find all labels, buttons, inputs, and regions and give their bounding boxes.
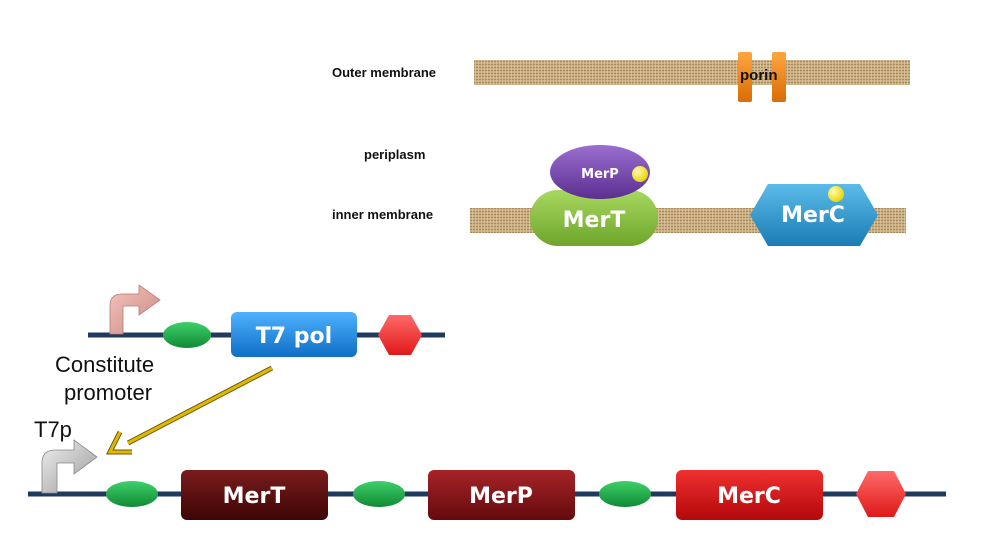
periplasm-label: periplasm: [364, 147, 425, 162]
mert-gene: MerT: [181, 470, 328, 520]
merp-gene: MerP: [428, 470, 575, 520]
merp-protein-label: MerP: [581, 167, 619, 182]
t7p-label: T7p: [34, 417, 72, 442]
rbs-icon: [106, 481, 158, 507]
rbs-icon: [599, 481, 651, 507]
merc-protein: MerC: [750, 184, 878, 246]
merc-gene: MerC: [676, 470, 823, 520]
outer-membrane-label: Outer membrane: [332, 65, 436, 80]
promoter-arrow-icon: [41, 439, 98, 494]
mercury-ion-icon: [828, 186, 844, 202]
porin: [738, 52, 786, 102]
rbs-icon: [163, 322, 211, 348]
constitute-promoter-label-2: promoter: [64, 380, 152, 405]
mert-gene-label: MerT: [223, 484, 286, 509]
mert-protein: MerT: [530, 190, 658, 246]
merc-protein-label: MerC: [781, 203, 845, 228]
t7pol-gene-label: T7 pol: [256, 324, 332, 349]
mert-protein-label: MerT: [563, 208, 626, 233]
constitute-promoter-label-1: Constitute: [55, 352, 154, 377]
mercury-ion-icon: [632, 166, 648, 182]
merc-gene-label: MerC: [717, 484, 781, 509]
merp-gene-label: MerP: [469, 484, 533, 509]
porin-label: porin: [740, 67, 778, 84]
activation-arrow: [105, 365, 274, 455]
terminator-icon: [378, 315, 422, 355]
t7pol-gene: T7 pol: [231, 312, 357, 357]
rbs-icon: [353, 481, 405, 507]
outer-membrane: [474, 60, 910, 85]
terminator-icon: [856, 471, 906, 517]
inner-membrane-label: inner membrane: [332, 207, 433, 222]
merp-protein: MerP: [550, 145, 650, 199]
promoter-arrow-icon: [109, 284, 161, 335]
